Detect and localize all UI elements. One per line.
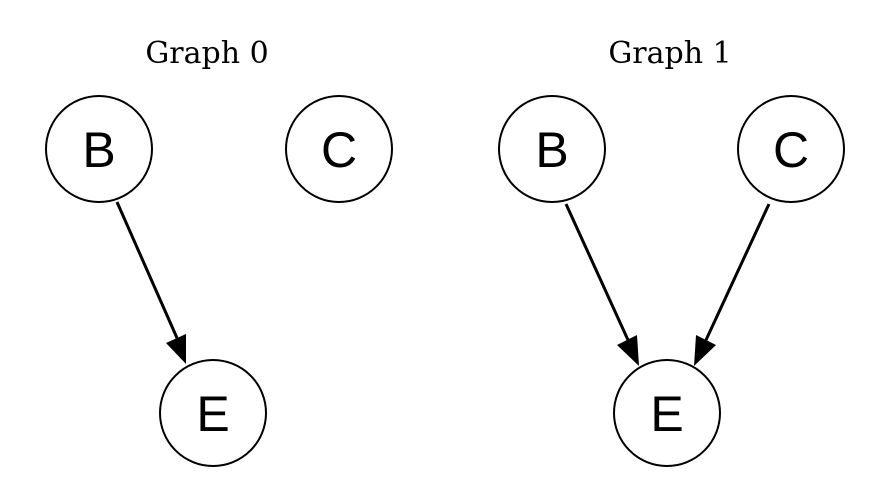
arrowhead-icon <box>617 335 639 366</box>
graph-0-node-c: C <box>285 95 393 203</box>
arrowhead-icon <box>166 334 186 364</box>
node-label: C <box>321 122 357 178</box>
node-circle <box>737 95 845 203</box>
graph-0: Graph 0 B C E <box>45 36 393 467</box>
graph-0-node-e: E <box>159 359 267 467</box>
graph-1-node-e: E <box>613 359 721 467</box>
node-circle <box>159 359 267 467</box>
edge-line <box>704 203 771 341</box>
edge-line <box>564 203 630 341</box>
node-circle <box>498 95 606 203</box>
graph-1-node-c: C <box>737 95 845 203</box>
graph-1-edge-c-e <box>694 203 771 366</box>
node-circle <box>45 95 153 203</box>
arrowhead-icon <box>694 335 716 366</box>
graph-1-node-b: B <box>498 95 606 203</box>
node-label: E <box>196 386 229 442</box>
node-circle <box>285 95 393 203</box>
graph-0-edge-b-e <box>115 201 186 364</box>
node-label: E <box>650 386 683 442</box>
graph-1: Graph 1 B C E <box>498 36 845 467</box>
node-label: B <box>82 122 115 178</box>
graph-1-title: Graph 1 <box>608 36 731 71</box>
edge-line <box>115 201 179 339</box>
node-label: B <box>535 122 568 178</box>
graph-0-node-b: B <box>45 95 153 203</box>
graph-0-title: Graph 0 <box>145 36 268 71</box>
node-circle <box>613 359 721 467</box>
node-label: C <box>773 122 809 178</box>
graph-1-edge-b-e <box>564 203 639 366</box>
